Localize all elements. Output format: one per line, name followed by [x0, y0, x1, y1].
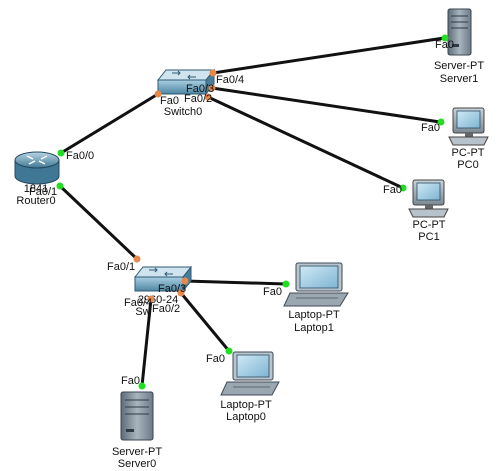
port-label-switch0-fa0-2: Fa0/2: [184, 93, 212, 105]
server-icon: [120, 391, 154, 441]
port-led-switch0-fa0-2: [204, 93, 212, 101]
port-led-router0-fa0-0: [57, 149, 65, 157]
port-led-router0-fa0-1: [56, 182, 64, 190]
port-led-switch0-fa0-3: [208, 84, 216, 92]
server0-device[interactable]: Server-PT Server0: [112, 391, 162, 470]
port-led-server1: [441, 34, 449, 42]
link-switch0-pc0[interactable]: [210, 86, 442, 124]
port-led-server0: [138, 382, 146, 390]
port-label-router0-fa0-0: Fa0/0: [66, 150, 94, 162]
switch1-device[interactable]: 2960-24 Sw: [133, 265, 193, 318]
laptop0-type-label: Laptop-PT: [220, 399, 272, 411]
port-label-pc1-fa0: Fa0: [383, 184, 402, 196]
port-led-laptop1: [282, 280, 290, 288]
pc0-device[interactable]: PC-PT PC0: [448, 107, 489, 171]
server-icon: [447, 8, 472, 56]
port-label-switch1-fa0-1: Fa0/1: [107, 261, 135, 273]
port-led-switch1-fa0-1: [133, 255, 141, 263]
link-switch0-server1[interactable]: [211, 36, 446, 75]
server0-type-label: Server-PT: [112, 446, 162, 458]
switch1-model-label: 2960-24: [138, 294, 178, 306]
laptop1-device[interactable]: Laptop-PT Laptop1: [283, 262, 349, 334]
port-label-router0-fa0-1: Fa0/1: [29, 186, 57, 198]
router0-name-label: Router0: [16, 195, 55, 207]
laptop-icon: [283, 262, 349, 307]
router0-device[interactable]: 1841 Router0: [14, 151, 60, 207]
laptop0-name-label: Laptop0: [226, 411, 266, 423]
port-label-pc0-fa0: Fa0: [421, 122, 440, 134]
pc0-name-label: PC0: [457, 159, 478, 171]
server0-name-label: Server0: [118, 458, 157, 470]
router-icon: [14, 151, 60, 185]
switch0-name-label: Switch0: [164, 106, 203, 118]
laptop-icon: [220, 351, 280, 396]
port-label-switch1-fa0-2: Fa0/2: [152, 303, 180, 315]
pc-icon: [448, 107, 489, 146]
port-led-laptop0: [225, 347, 233, 355]
pc1-device[interactable]: PC-PT PC1: [408, 179, 449, 243]
pc0-type-label: PC-PT: [452, 147, 485, 159]
pc1-name-label: PC1: [418, 231, 439, 243]
port-label-server1-fa0: Fa0: [435, 39, 454, 51]
pc-icon: [408, 179, 449, 218]
link-switch1-server0[interactable]: [140, 297, 153, 388]
links: [58, 36, 446, 388]
port-label-switch0-fa0-3: Fa0/3: [186, 83, 214, 95]
port-led-switch1-fa0-4: [147, 295, 155, 303]
router0-model-label: 1841: [24, 183, 48, 195]
laptop1-type-label: Laptop-PT: [288, 309, 340, 321]
port-label-laptop1-fa0: Fa0: [263, 286, 282, 298]
pc1-type-label: PC-PT: [413, 219, 446, 231]
port-led-pc0: [437, 118, 445, 126]
link-switch0-pc1[interactable]: [206, 95, 405, 190]
server1-type-label: Server-PT: [434, 60, 484, 72]
link-switch1-laptop1[interactable]: [183, 279, 288, 286]
port-led-switch0-fa0-4: [209, 69, 217, 77]
port-indicators: [56, 34, 449, 390]
port-led-switch1-fa0-3: [181, 277, 189, 285]
port-led-pc1: [399, 184, 407, 192]
server1-device[interactable]: Server-PT Server1: [434, 8, 484, 85]
port-label-switch0-fa0-4: Fa0/4: [216, 74, 244, 86]
laptop1-name-label: Laptop1: [294, 322, 334, 334]
port-label-switch0-fa0: Fa0: [160, 95, 179, 107]
port-label-server0-fa0: Fa0: [121, 375, 140, 387]
switch1-name-label: Sw: [135, 306, 150, 318]
port-labels: Fa0 Fa0/4 Fa0/3 Fa0/2 Fa0 Fa0 Fa0 Fa0/0 …: [29, 39, 454, 387]
port-led-switch0-fa0: [154, 90, 162, 98]
link-router0-switch1[interactable]: [58, 184, 139, 261]
server1-name-label: Server1: [440, 73, 479, 85]
link-switch1-laptop0[interactable]: [179, 291, 231, 353]
switch-icon: [133, 265, 193, 293]
port-label-switch1-fa0-4: Fa0/4: [124, 297, 152, 309]
port-label-switch1-fa0-3: Fa0/3: [158, 283, 186, 295]
port-label-laptop0-fa0: Fa0: [206, 353, 225, 365]
laptop0-device[interactable]: Laptop-PT Laptop0: [220, 351, 280, 423]
port-led-switch1-fa0-2: [177, 289, 185, 297]
link-router0-switch0[interactable]: [59, 92, 160, 155]
